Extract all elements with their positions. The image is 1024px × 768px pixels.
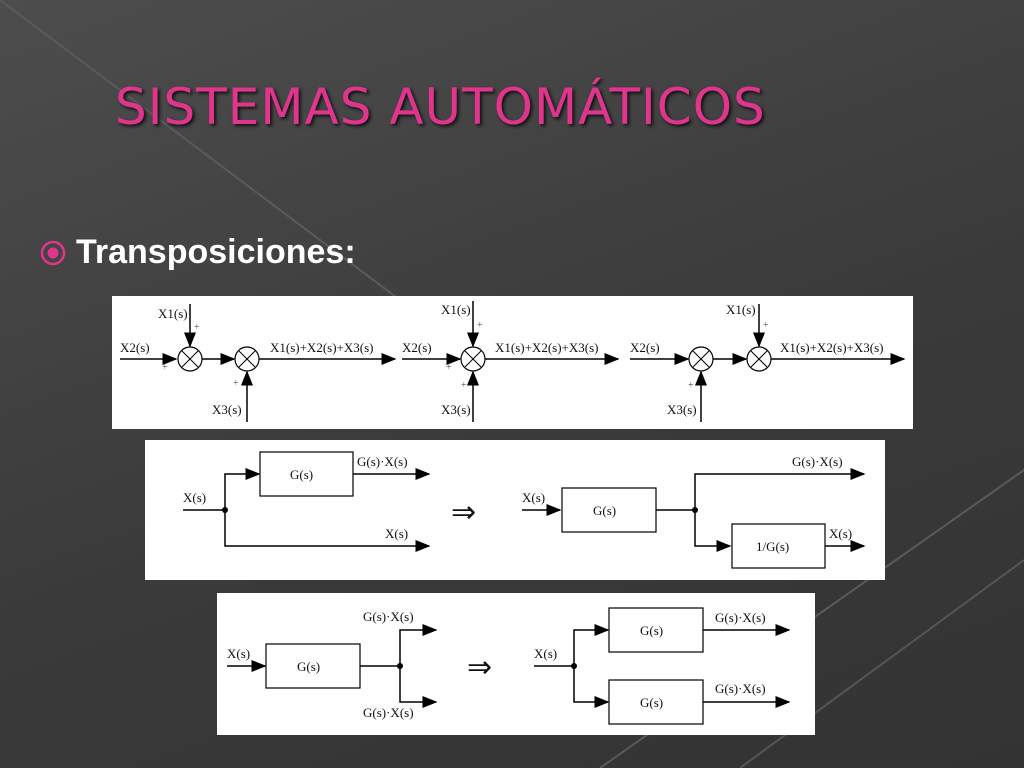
plus-sign: + [688, 380, 694, 391]
label-output: G(s)·X(s) [715, 610, 766, 625]
label-x3: X3(s) [212, 402, 242, 417]
label-sum-output: X1(s)+X2(s)+X3(s) [780, 340, 883, 355]
slide-title: SISTEMAS AUTOMÁTICOS [115, 78, 766, 136]
label-x2: X2(s) [630, 340, 660, 355]
summing-variant-c: X1(s) X2(s) X3(s) X1(s)+X2(s)+X3(s) + + [630, 302, 906, 422]
block-g-label: G(s) [640, 695, 663, 710]
label-sum-output: X1(s)+X2(s)+X3(s) [495, 340, 598, 355]
takeoff-point-diagram: G(s) X(s) G(s)·X(s) X(s) ⇒ G(s) 1/G(s) X… [145, 440, 885, 580]
plus-sign: + [233, 378, 239, 389]
label-output: G(s)·X(s) [715, 681, 766, 696]
block-g-label: G(s) [593, 503, 616, 518]
summing-junction [234, 346, 260, 372]
block-inverse-label: 1/G(s) [756, 539, 789, 554]
plus-sign: + [446, 362, 452, 373]
takeoff-after-transposed: G(s) G(s) X(s) G(s)·X(s) G(s)·X(s) [534, 607, 791, 725]
summing-junction [688, 346, 714, 372]
label-input: X(s) [534, 646, 557, 661]
summing-junction [460, 346, 486, 372]
block-g-lower [608, 679, 704, 725]
label-output: G(s)·X(s) [363, 705, 414, 720]
block-g [265, 643, 361, 689]
bullet-item: Transposiciones: [38, 233, 356, 272]
plus-sign: + [763, 320, 769, 331]
circle-dot-icon [40, 240, 66, 265]
label-input: X(s) [183, 490, 206, 505]
label-output-x: X(s) [829, 526, 852, 541]
summing-variant-a: X1(s) X2(s) X3(s) X1(s)+X2(s)+X3(s) + + … [120, 304, 397, 422]
block-g [561, 487, 657, 533]
label-output-g: G(s)·X(s) [357, 454, 408, 469]
plus-sign: + [477, 320, 483, 331]
bullet-text: Transposiciones: [76, 233, 356, 271]
implies-arrow: ⇒ [451, 495, 476, 530]
label-x1: X1(s) [726, 302, 756, 317]
takeoff-after-block-diagram: G(s) X(s) G(s)·X(s) G(s)·X(s) ⇒ G(s) G(s… [217, 593, 815, 735]
label-x2: X2(s) [120, 340, 150, 355]
block-inverse-g [731, 523, 826, 569]
label-input: X(s) [522, 490, 545, 505]
label-output-x: X(s) [385, 526, 408, 541]
label-output: G(s)·X(s) [363, 609, 414, 624]
label-x1: X1(s) [441, 302, 471, 317]
implies-arrow: ⇒ [467, 650, 492, 685]
takeoff-after-original: G(s) X(s) G(s)·X(s) G(s)·X(s) [227, 609, 438, 720]
summing-point-diagram: X1(s) X2(s) X3(s) X1(s)+X2(s)+X3(s) + + … [112, 296, 913, 429]
label-x3: X3(s) [441, 402, 471, 417]
label-sum-output: X1(s)+X2(s)+X3(s) [270, 340, 373, 355]
label-input: X(s) [227, 646, 250, 661]
label-x1: X1(s) [158, 306, 188, 321]
block-g-label: G(s) [640, 623, 663, 638]
block-g-label: G(s) [290, 467, 313, 482]
block-g-label: G(s) [297, 659, 320, 674]
block-g-upper [608, 607, 704, 653]
takeoff-transposed: G(s) 1/G(s) X(s) G(s)·X(s) X(s) [522, 454, 866, 569]
summing-junction [746, 346, 772, 372]
label-x3: X3(s) [667, 402, 697, 417]
label-x2: X2(s) [402, 340, 432, 355]
takeoff-original: G(s) X(s) G(s)·X(s) X(s) [183, 451, 431, 552]
plus-sign: + [194, 322, 200, 333]
label-output-g: G(s)·X(s) [792, 454, 843, 469]
plus-sign: + [162, 362, 168, 373]
summing-junction [177, 346, 203, 372]
summing-variant-b: X1(s) X2(s) X3(s) X1(s)+X2(s)+X3(s) + + … [402, 301, 620, 422]
plus-sign: + [461, 380, 467, 391]
